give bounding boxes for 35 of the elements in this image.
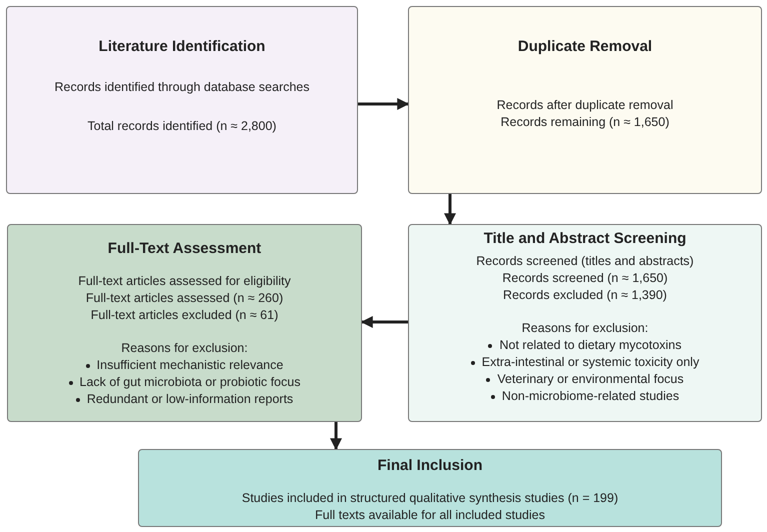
process-box [408,224,762,422]
process-box [138,449,722,527]
box-heading: Literature Identification [98,37,266,57]
bullet-item: Extra-intestinal or systemic toxicity only [470,354,700,371]
arrow [360,316,408,328]
box-text: Records screened (n ≈ 1,650) [502,270,668,287]
bullet-item: Veterinary or environmental focus [486,371,684,388]
box-text: Total records identified (n ≈ 2,800) [88,118,276,135]
box-text: Full-text articles assessed for eligibility [78,273,291,290]
box-heading: Duplicate Removal [518,37,652,57]
process-box [7,224,362,422]
box-text: Records screened (titles and abstracts) [476,253,694,270]
bullet-item: Insufficient mechanistic relevance [86,357,284,374]
box-heading: Title and Abstract Screening [484,229,686,249]
process-box [408,6,762,194]
box-heading: Final Inclusion [377,456,482,476]
box-text: Full-text articles excluded (n ≈ 61) [90,307,278,324]
process-box [6,6,358,194]
box-text: Records remaining (n ≈ 1,650) [500,114,670,131]
box-text: Reasons for exclusion: [121,340,248,357]
bullet-item: Lack of gut microbiota or probiotic focus [68,374,300,391]
box-text: Records identified through database searches [54,79,310,96]
box-text: Records excluded (n ≈ 1,390) [503,287,667,304]
arrow [444,194,456,226]
box-text: Reasons for exclusion: [522,320,648,337]
arrow [330,422,342,450]
bullet-item: Not related to dietary mycotoxins [488,337,682,354]
box-text: Studies included in structured qualitative synthesis studies (n = 199) [242,490,618,507]
box-heading: Full-Text Assessment [108,239,262,259]
bullet-item: Redundant or low-information reports [76,391,294,408]
box-text: Records after duplicate removal [496,97,674,114]
box-text: Full texts available for all included studies [315,507,545,524]
arrow [358,98,410,110]
box-text: Full-text articles assessed (n ≈ 260) [86,290,284,307]
bullet-item: Non-microbiome-related studies [490,388,680,405]
